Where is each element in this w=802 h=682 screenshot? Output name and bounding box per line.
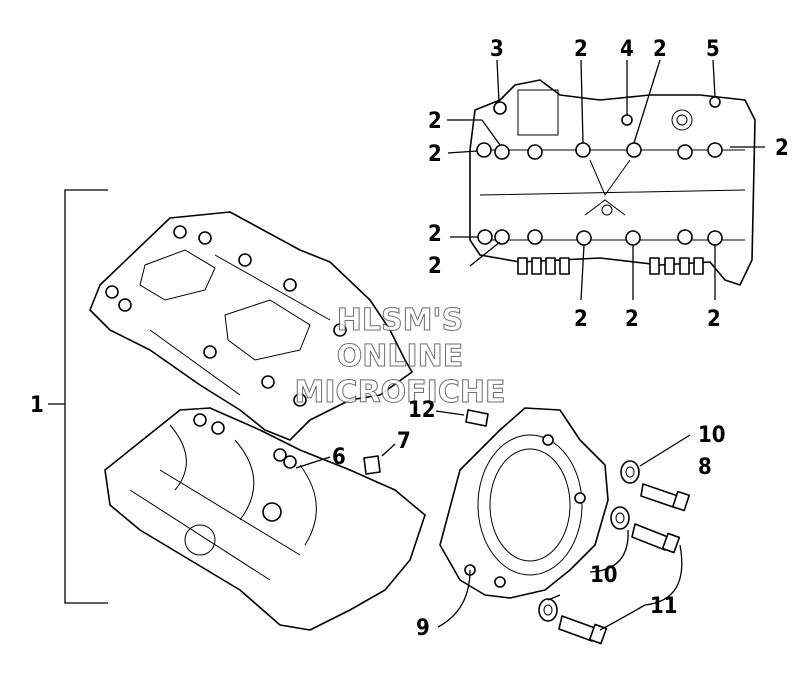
washer-upper	[620, 460, 640, 484]
assembly-bracket	[48, 189, 108, 604]
bolt-middle	[631, 523, 681, 554]
washer-lower	[538, 598, 558, 622]
crankcase-top-view	[469, 79, 756, 286]
callout-1: 1	[30, 393, 44, 418]
callout-2-left-d: 2	[428, 254, 442, 279]
lower-crankcase-half	[104, 407, 426, 631]
callout-9: 9	[416, 616, 430, 641]
watermark-line-2: ONLINE	[337, 339, 464, 374]
callout-2-left-a: 2	[428, 109, 442, 134]
upper-crankcase-half	[89, 211, 413, 441]
callout-10-upper: 10	[698, 423, 726, 448]
callout-2-bottom-a: 2	[574, 307, 588, 332]
callout-2-right: 2	[775, 136, 789, 161]
callout-2-top-b: 2	[653, 37, 667, 62]
bolt-11	[558, 615, 608, 645]
top-view-leaders	[447, 59, 765, 301]
callout-7: 7	[397, 429, 411, 454]
bolt-8	[640, 483, 690, 512]
callout-6: 6	[332, 445, 346, 470]
callout-10-lower: 10	[590, 563, 618, 588]
dowel-pin-7	[363, 455, 381, 475]
callouts: 3 2 4 2 5 2 2 2 2 2 2 2 2 1 12 7 6 10 8 …	[30, 37, 789, 641]
callout-2-left-b: 2	[428, 142, 442, 167]
bearing-housing	[439, 407, 609, 599]
callout-8: 8	[698, 455, 712, 480]
callout-3: 3	[490, 37, 504, 62]
callout-5: 5	[706, 37, 720, 62]
callout-11: 11	[650, 594, 678, 619]
callout-4: 4	[620, 37, 634, 62]
studs	[517, 257, 704, 275]
leaders	[295, 410, 691, 631]
watermark-line-3: MICROFICHE	[295, 375, 506, 410]
watermark: HLSM'S ONLINE MICROFICHE	[294, 303, 506, 411]
callout-2-bottom-c: 2	[707, 307, 721, 332]
callout-2-bottom-b: 2	[625, 307, 639, 332]
callout-2-left-c: 2	[428, 222, 442, 247]
dowel-pin-12	[465, 409, 489, 427]
watermark-line-1: HLSM'S	[337, 303, 463, 338]
callout-2-top-a: 2	[574, 37, 588, 62]
callout-12: 12	[408, 398, 436, 423]
washer-middle	[610, 506, 630, 530]
